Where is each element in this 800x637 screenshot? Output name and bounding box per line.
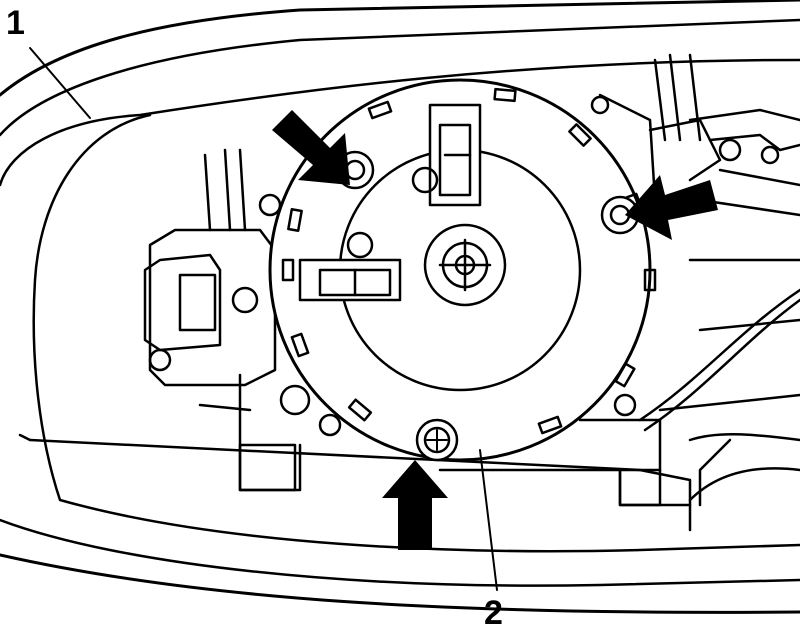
plate-slots xyxy=(281,87,657,435)
callout-label-2: 2 xyxy=(484,594,503,632)
right-bracket xyxy=(590,53,800,507)
pointer-arrows xyxy=(272,110,718,550)
arrow-top-left xyxy=(272,110,350,185)
leader-2 xyxy=(479,449,498,591)
leader-lines xyxy=(29,47,498,591)
mirror-housing xyxy=(0,0,800,614)
lower-right-block xyxy=(438,418,692,507)
motor-cable xyxy=(638,288,800,432)
callout-label-1: 1 xyxy=(6,4,25,42)
arrow-bottom xyxy=(382,460,448,550)
plate-clips xyxy=(298,103,482,302)
arrow-right xyxy=(625,175,718,240)
lower-left-block xyxy=(198,373,342,492)
leader-1 xyxy=(29,47,91,119)
plate-screws xyxy=(335,150,640,462)
left-connector xyxy=(143,148,282,387)
